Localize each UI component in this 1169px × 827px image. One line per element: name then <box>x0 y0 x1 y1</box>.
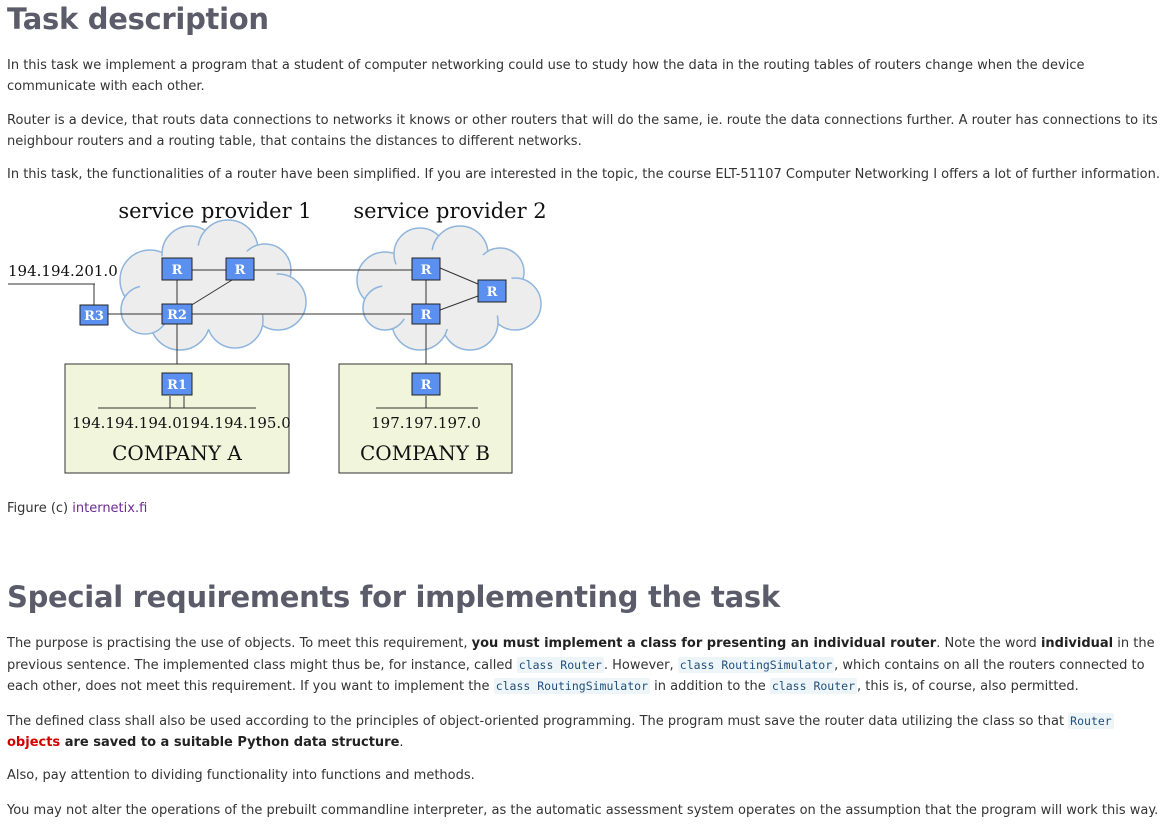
router-r-sp2-c: R <box>411 303 441 325</box>
svg-text:R: R <box>421 308 432 323</box>
label-net-b: 197.197.197.0 <box>371 414 481 432</box>
router-r-company-b: R <box>411 372 441 396</box>
figure-caption: Figure (c) internetix.fi <box>7 501 148 516</box>
requirement-paragraph-3: Also, pay attention to dividing function… <box>7 768 475 783</box>
label-company-a: COMPANY A <box>112 441 242 465</box>
svg-text:R3: R3 <box>84 309 104 324</box>
simplified-paragraph: In this task, the functionalities of a r… <box>7 167 1161 182</box>
router-r2: R2 <box>161 303 193 325</box>
label-net-left: 194.194.201.0 <box>8 262 118 280</box>
router-r1: R1 <box>161 372 193 396</box>
requirement-paragraph-1: The purpose is practising the use of obj… <box>7 636 1155 694</box>
svg-text:R2: R2 <box>167 308 187 323</box>
router-r-sp2-a: R <box>411 257 441 281</box>
network-diagram: R R R2 R3 R1 R R R R service provider 1 … <box>8 199 547 474</box>
svg-text:R: R <box>487 285 498 300</box>
router-r3: R3 <box>79 304 109 326</box>
page-title: Task description <box>7 2 269 36</box>
svg-text:R: R <box>235 263 246 278</box>
router-r-sp1-b: R <box>225 257 255 281</box>
section-title-requirements: Special requirements for implementing th… <box>7 580 780 614</box>
svg-text:R1: R1 <box>167 378 187 393</box>
requirement-paragraph-2: The defined class shall also be used acc… <box>7 713 1114 750</box>
svg-text:R: R <box>421 263 432 278</box>
svg-text:R: R <box>421 378 432 393</box>
requirement-paragraph-4: You may not alter the operations of the … <box>7 803 1159 818</box>
router-paragraph: Router is a device, that routs data conn… <box>7 113 1158 149</box>
svg-text:R: R <box>172 263 183 278</box>
label-net-a2: 194.194.195.0 <box>181 414 291 432</box>
intro-paragraph: In this task we implement a program that… <box>7 58 1085 94</box>
label-provider-2: service provider 2 <box>353 199 546 223</box>
label-company-b: COMPANY B <box>360 441 490 465</box>
router-r-sp2-b: R <box>477 279 507 303</box>
label-net-a1: 194.194.194.0 <box>72 414 182 432</box>
router-r-sp1-a: R <box>161 257 193 281</box>
internetix-link[interactable]: internetix.fi <box>72 501 148 516</box>
label-provider-1: service provider 1 <box>118 199 311 223</box>
